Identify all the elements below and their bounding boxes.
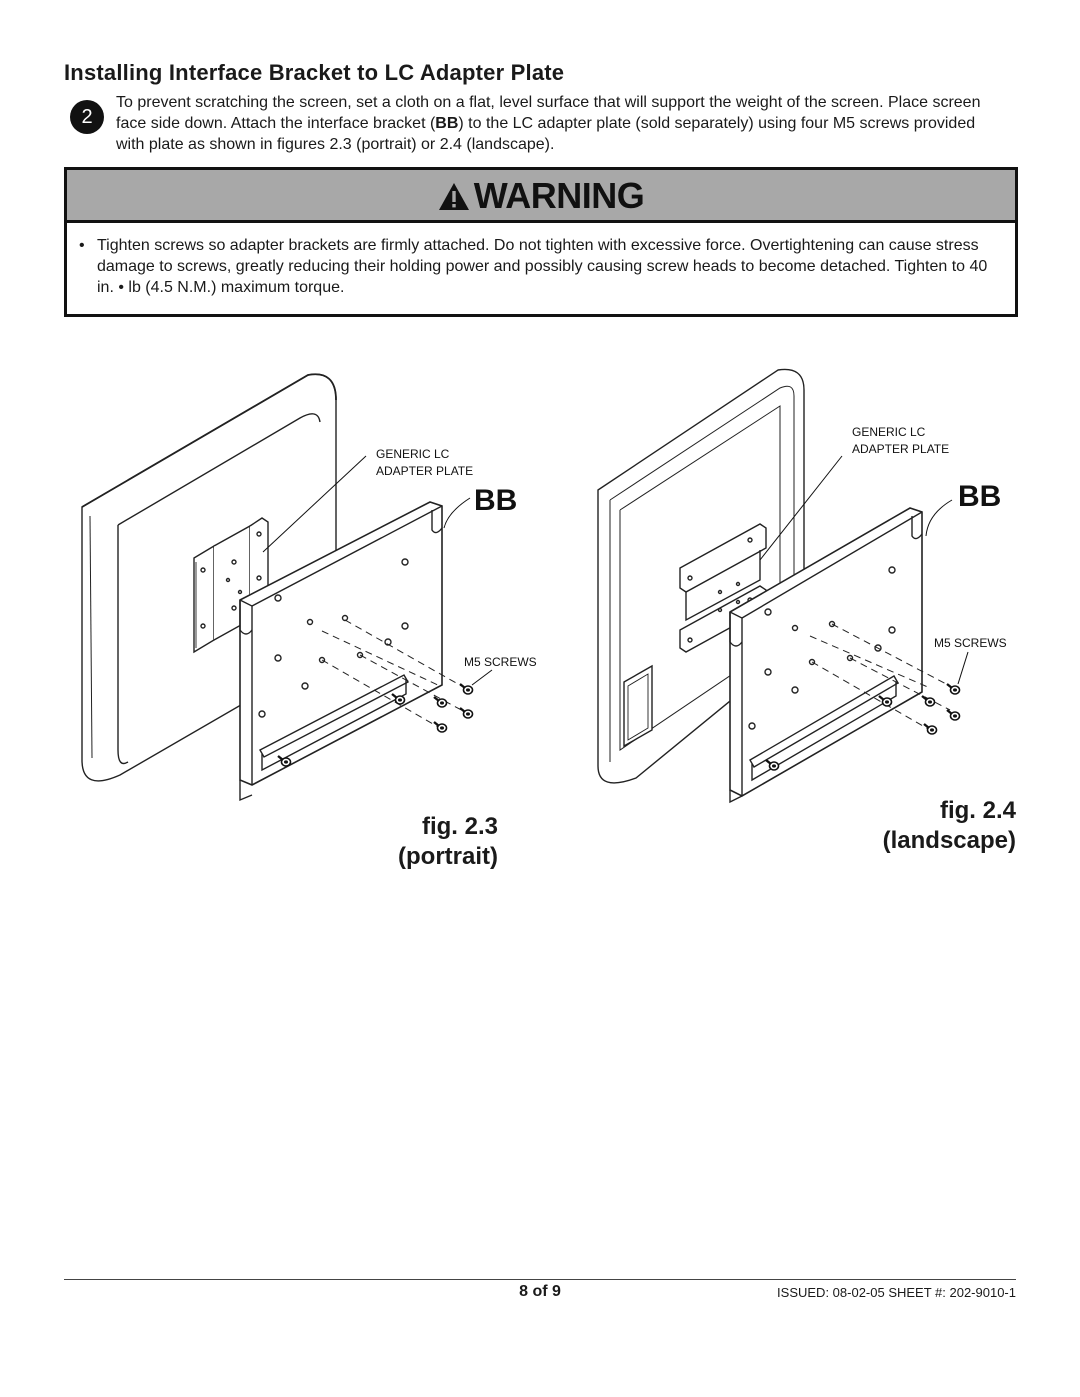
figure-landscape-drawing — [597, 368, 951, 804]
callout-m5-screws: M5 SCREWS — [464, 655, 537, 669]
callout-part-bb: BB — [474, 484, 517, 517]
part-reference: BB — [435, 115, 459, 132]
callout-m5-screws: M5 SCREWS — [934, 636, 1007, 650]
warning-header: WARNING — [67, 170, 1015, 223]
step-instructions: To prevent scratching the screen, set a … — [116, 92, 1006, 155]
caption-fig-number: fig. 2.4 — [939, 797, 1016, 824]
callout-plate-line1: GENERIC LC — [376, 447, 450, 461]
figure-caption-portrait: fig. 2.3 (portrait) — [300, 812, 498, 872]
figure-caption-landscape: fig. 2.4 (landscape) — [800, 796, 1016, 856]
page-number: 8 of 9 — [519, 1283, 561, 1300]
callout-plate-line2: ADAPTER PLATE — [852, 442, 949, 456]
page-title: Installing Interface Bracket to LC Adapt… — [64, 60, 565, 85]
footer-divider — [64, 1279, 1016, 1280]
issued-sheet-info: ISSUED: 08-02-05 SHEET #: 202-9010-1 — [777, 1285, 1016, 1300]
step-text-before: To prevent scratching the screen, set a … — [116, 94, 981, 132]
warning-item: • Tighten screws so adapter brackets are… — [79, 235, 999, 298]
installation-figures: GENERIC LC ADAPTER PLATE BB M5 SCREWS — [81, 368, 1007, 804]
callout-plate-line1: GENERIC LC — [852, 425, 926, 439]
caption-fig-number: fig. 2.3 — [421, 813, 498, 840]
step-number-badge: 2 — [70, 100, 104, 134]
caption-orientation: (landscape) — [882, 827, 1016, 854]
callouts-landscape: GENERIC LC ADAPTER PLATE BB M5 SCREWS — [759, 425, 1007, 685]
caption-orientation: (portrait) — [398, 843, 498, 870]
callout-plate-line2: ADAPTER PLATE — [376, 464, 473, 478]
warning-triangle-icon — [438, 183, 469, 210]
warning-title-row: WARNING — [438, 175, 645, 216]
warning-text: Tighten screws so adapter brackets are f… — [97, 237, 988, 296]
figure-portrait-drawing — [81, 373, 466, 802]
warning-title: WARNING — [473, 175, 645, 216]
callouts-portrait: GENERIC LC ADAPTER PLATE BB M5 SCREWS — [262, 447, 537, 686]
step-text-after: ) to the LC adapter plate (sold separate… — [116, 115, 976, 153]
callout-part-bb: BB — [958, 480, 1001, 513]
bullet: • — [79, 237, 85, 254]
warning-box: WARNING • Tighten screws so adapter brac… — [64, 167, 1018, 317]
